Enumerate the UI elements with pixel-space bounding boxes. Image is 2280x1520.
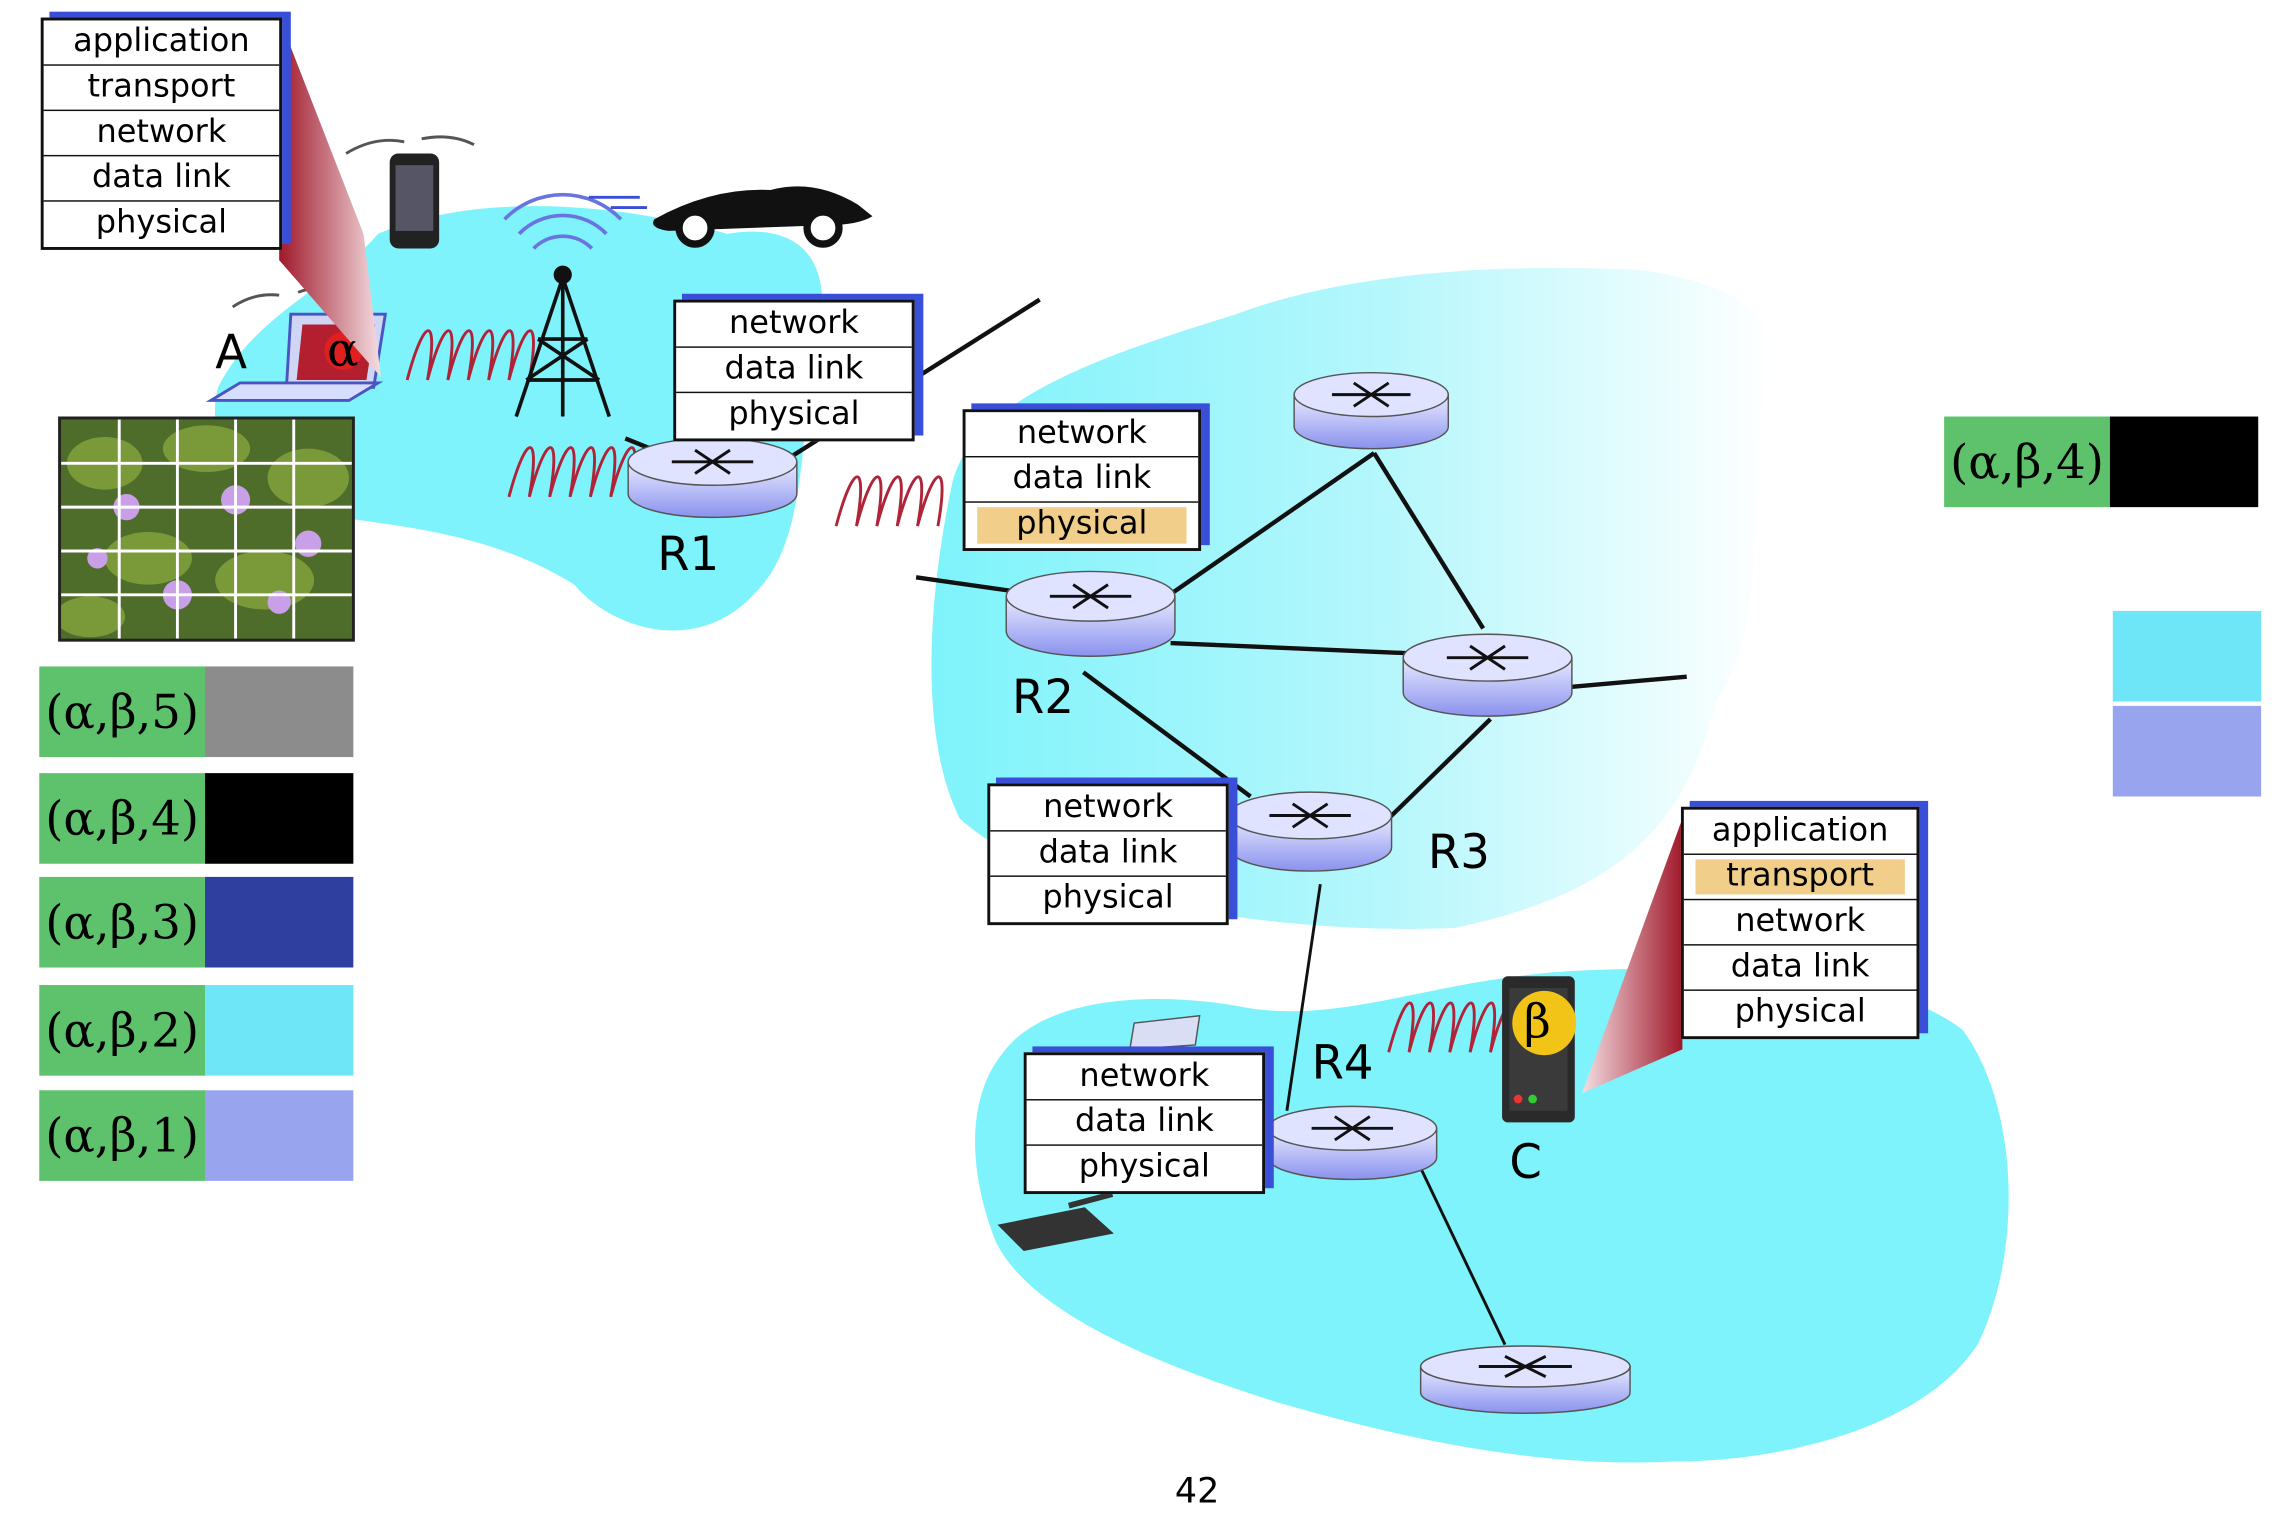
- router-icon-r4: [1267, 1105, 1438, 1181]
- layer-physical: physical: [1078, 1148, 1210, 1186]
- layer-application: application: [1683, 810, 1917, 855]
- router-r3-label: R3: [1427, 824, 1490, 880]
- layer-physical: physical: [1042, 879, 1174, 917]
- router-icon-bottom: [1419, 1345, 1631, 1414]
- layer-physical: physical: [95, 204, 227, 242]
- tuple-label: (α,β,2): [39, 985, 206, 1076]
- router-icon-r3: [1227, 791, 1393, 872]
- router-r1-protocol-stack: network data link physical: [673, 299, 915, 442]
- color-swatch-cyan: [2112, 610, 2262, 702]
- segment-tuple-4: (α,β,4): [39, 773, 354, 864]
- layer-physical-highlighted: physical: [966, 503, 1199, 548]
- router-r4-label: R4: [1311, 1034, 1374, 1091]
- laptop-icon: [205, 287, 388, 402]
- host-c-protocol-stack: application transport network data link …: [1680, 806, 1920, 1040]
- desktop-computer-icon: [997, 1014, 1201, 1252]
- layer-network: network: [676, 303, 912, 348]
- alpha-label: α: [327, 321, 359, 378]
- tuple-label: (α,β,3): [39, 876, 206, 968]
- segment-tuple-3: (α,β,3): [39, 876, 354, 968]
- tuple-label: (α,β,4): [39, 773, 206, 864]
- router-icon-r2: [1005, 570, 1176, 657]
- layer-transport: transport: [43, 66, 280, 112]
- router-icon-r1: [627, 437, 798, 519]
- page-number: 42: [1174, 1470, 1220, 1512]
- layer-network: network: [1026, 1055, 1263, 1101]
- layer-physical: physical: [1734, 993, 1866, 1031]
- segment-tuple-5: (α,β,5): [39, 666, 354, 758]
- layer-application: application: [43, 20, 280, 66]
- tuple-color-swatch: [205, 666, 354, 758]
- tuple-color-swatch: [205, 773, 354, 864]
- layer-data-link: data link: [43, 156, 280, 202]
- layer-transport-highlighted: transport: [1683, 855, 1917, 901]
- stack-callout-cone: [279, 17, 381, 378]
- layer-physical: physical: [728, 396, 860, 433]
- smartphone-icon: [345, 135, 475, 249]
- layer-network: network: [1683, 900, 1917, 946]
- layer-network: network: [965, 412, 1199, 458]
- layer-data-link: data link: [1683, 946, 1917, 991]
- color-swatch-lavender: [2112, 705, 2262, 797]
- layer-network: network: [43, 111, 280, 157]
- host-a-label: A: [215, 324, 248, 380]
- tuple-label: (α,β,4): [1944, 416, 2110, 508]
- tuple-label: (α,β,1): [39, 1090, 206, 1181]
- message-image: [58, 416, 355, 642]
- segment-tuple-1: (α,β,1): [39, 1090, 354, 1181]
- layer-data-link: data link: [990, 832, 1226, 877]
- radio-signal: [405, 329, 1517, 1053]
- router-r3-protocol-stack: network data link physical: [987, 783, 1229, 926]
- cell-tower-icon: [503, 192, 623, 418]
- router-r2-label: R2: [1012, 669, 1074, 725]
- layer-data-link: data link: [1026, 1101, 1263, 1146]
- server-icon: [1502, 976, 1577, 1123]
- router-r4-protocol-stack: network data link physical: [1023, 1052, 1266, 1195]
- router-icon-top: [1293, 371, 1450, 450]
- tuple-color-swatch: [205, 876, 354, 968]
- host-c-label: C: [1509, 1134, 1542, 1190]
- segment-tuple-2: (α,β,2): [39, 985, 354, 1076]
- tuple-label: (α,β,5): [39, 666, 206, 758]
- layer-data-link: data link: [965, 457, 1199, 503]
- router-icon-right: [1402, 633, 1573, 717]
- beta-label: β: [1523, 993, 1551, 1050]
- tuple-color-swatch: [205, 985, 354, 1076]
- host-a-protocol-stack: application transport network data link …: [40, 17, 283, 250]
- tuple-color-swatch: [2109, 416, 2259, 508]
- car-icon: [588, 186, 873, 248]
- tuple-color-swatch: [205, 1090, 354, 1181]
- router-r1-label: R1: [657, 526, 720, 582]
- layer-network: network: [990, 786, 1226, 832]
- router-r2-protocol-stack: network data link physical: [962, 409, 1202, 551]
- current-segment-tuple: (α,β,4): [1944, 416, 2259, 508]
- layer-data-link: data link: [676, 348, 912, 394]
